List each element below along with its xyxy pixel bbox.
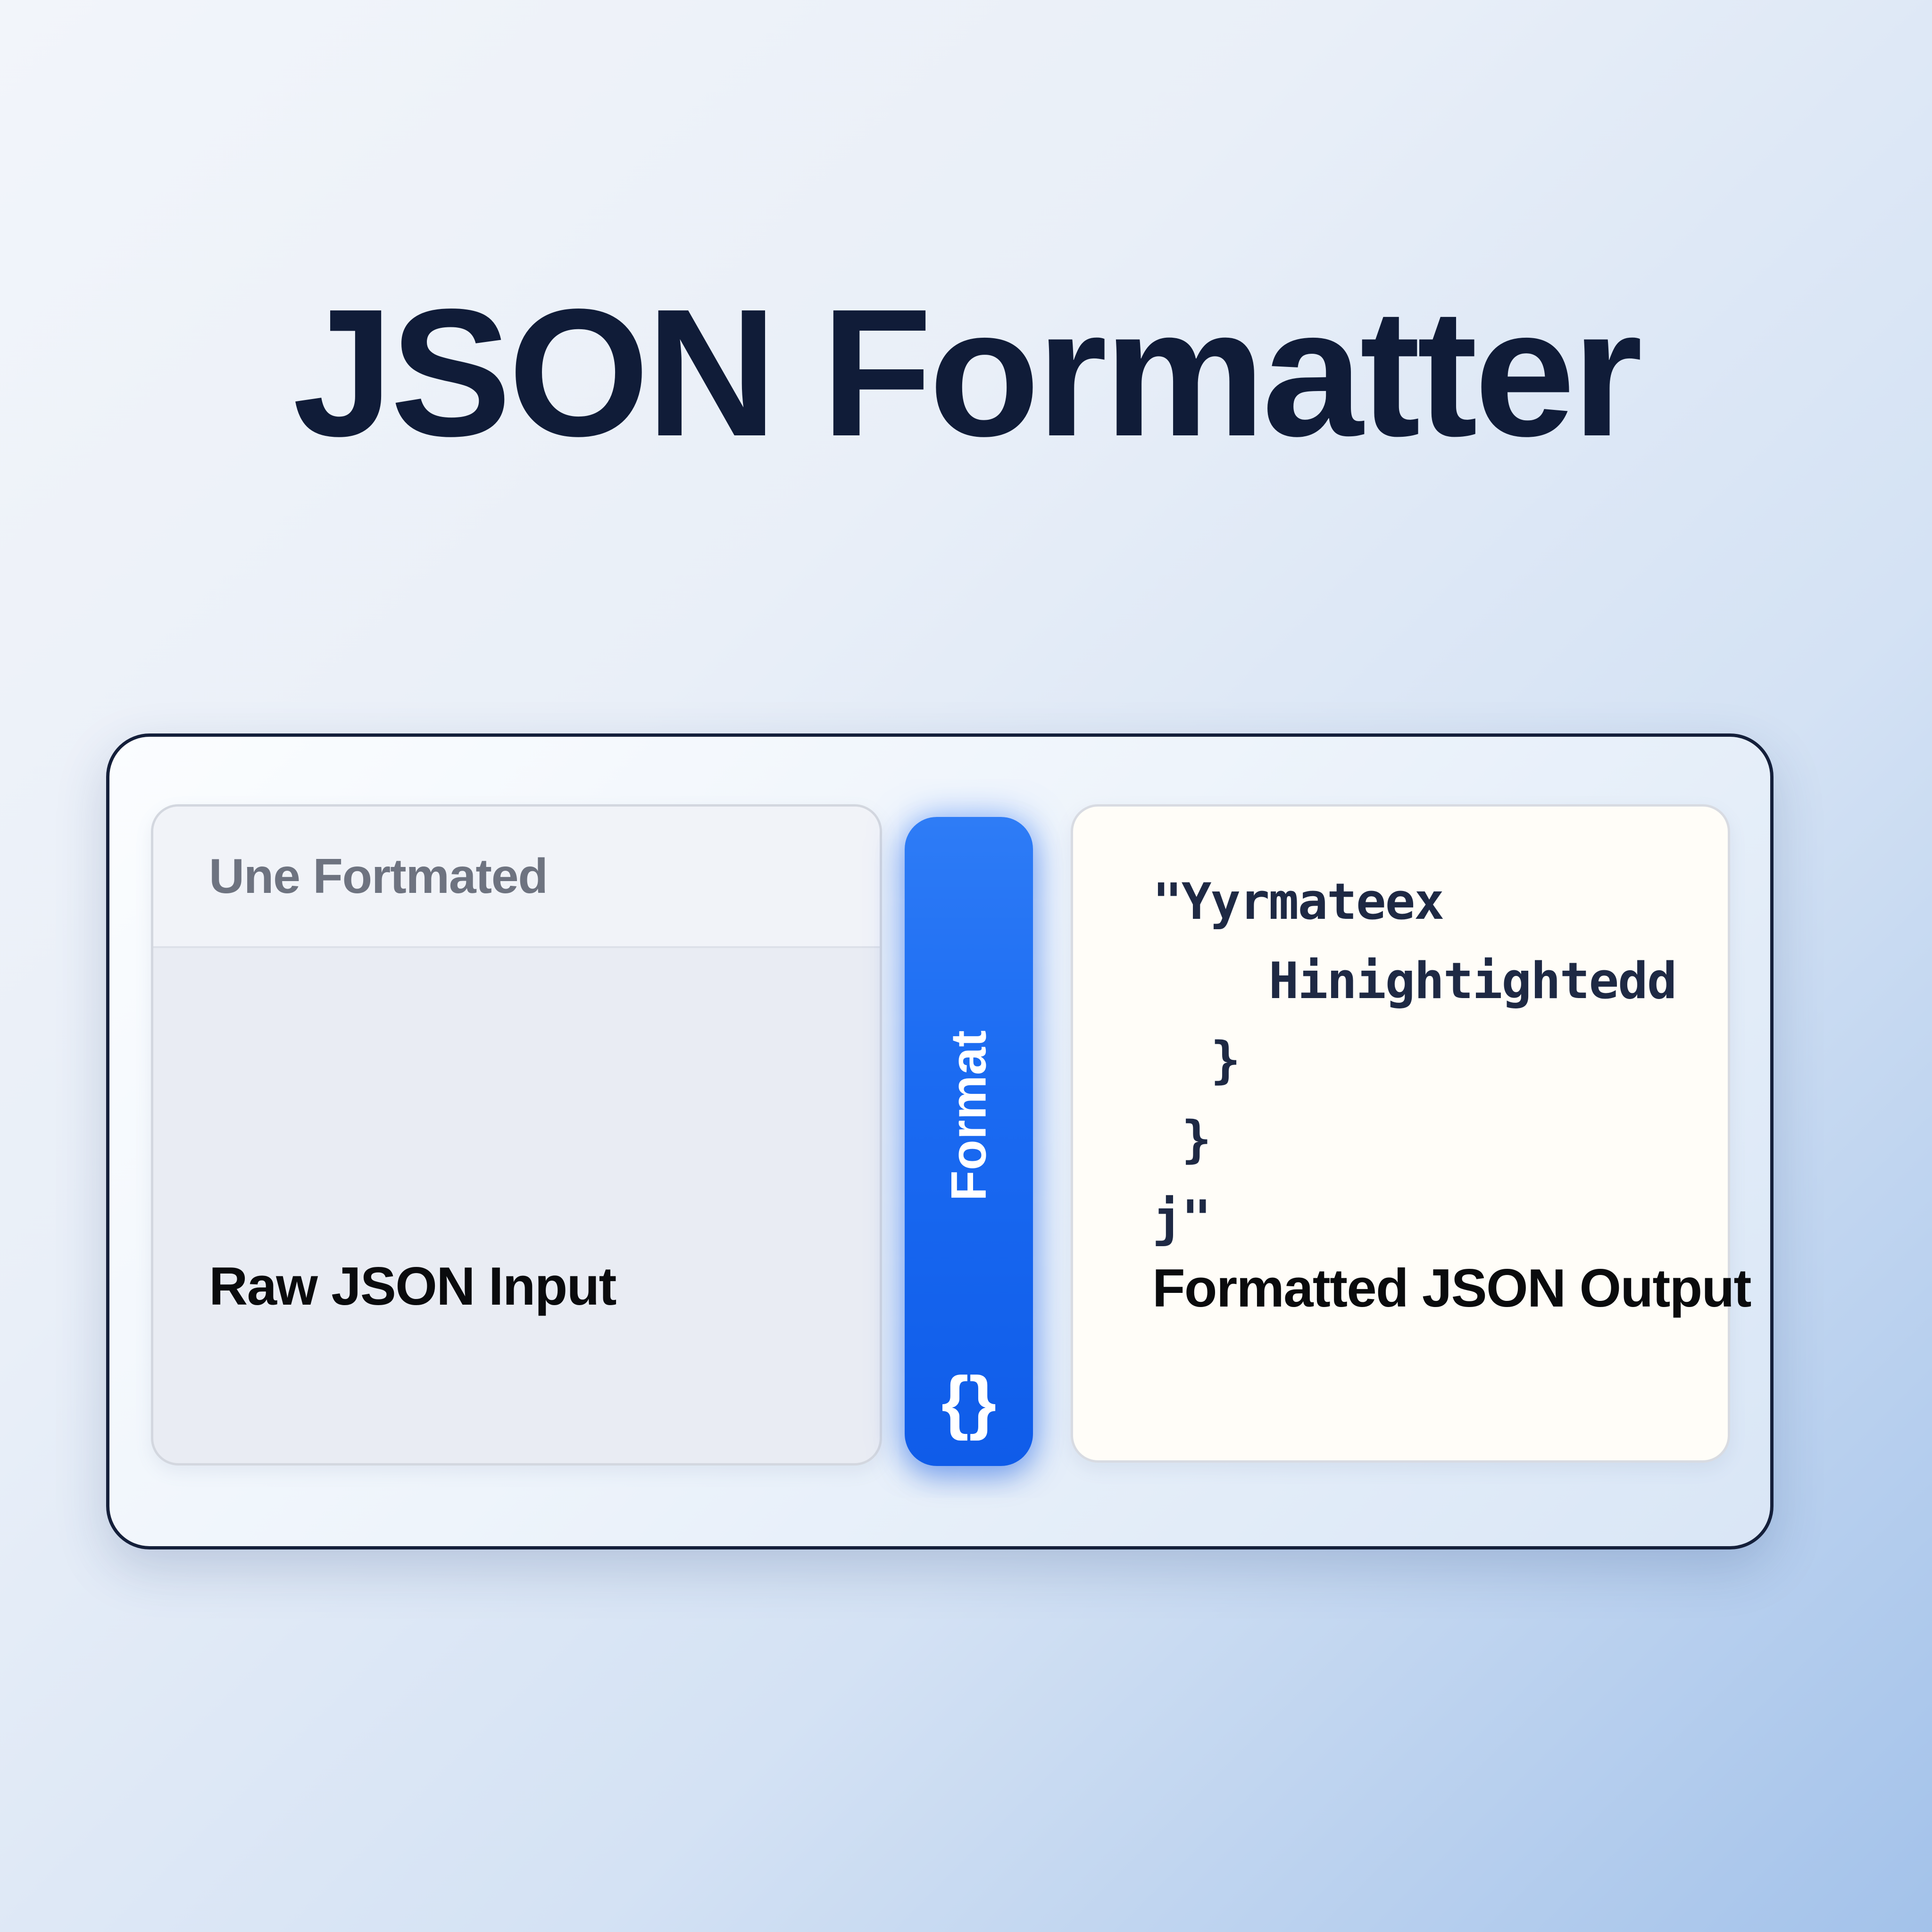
braces-icon: {} [941, 1362, 997, 1441]
format-button-label: Format [941, 1030, 997, 1201]
output-code-block: "Yyrmateex Hinightightedd } } j" [1152, 873, 1677, 1248]
raw-input-header: Une Fortmated [153, 807, 880, 948]
raw-input-placeholder: Une Fortmated [209, 849, 548, 904]
output-label: Formatted JSON Output [1152, 1258, 1751, 1318]
page-title: JSON Formatter [292, 271, 1642, 474]
raw-json-input-area[interactable]: Une Fortmated Raw JSON Input [151, 804, 882, 1466]
format-button[interactable]: Format {} [905, 817, 1033, 1466]
raw-input-label: Raw JSON Input [209, 1257, 617, 1316]
formatted-json-output-area: "Yyrmateex Hinightightedd } } j" Formatt… [1071, 804, 1751, 1463]
